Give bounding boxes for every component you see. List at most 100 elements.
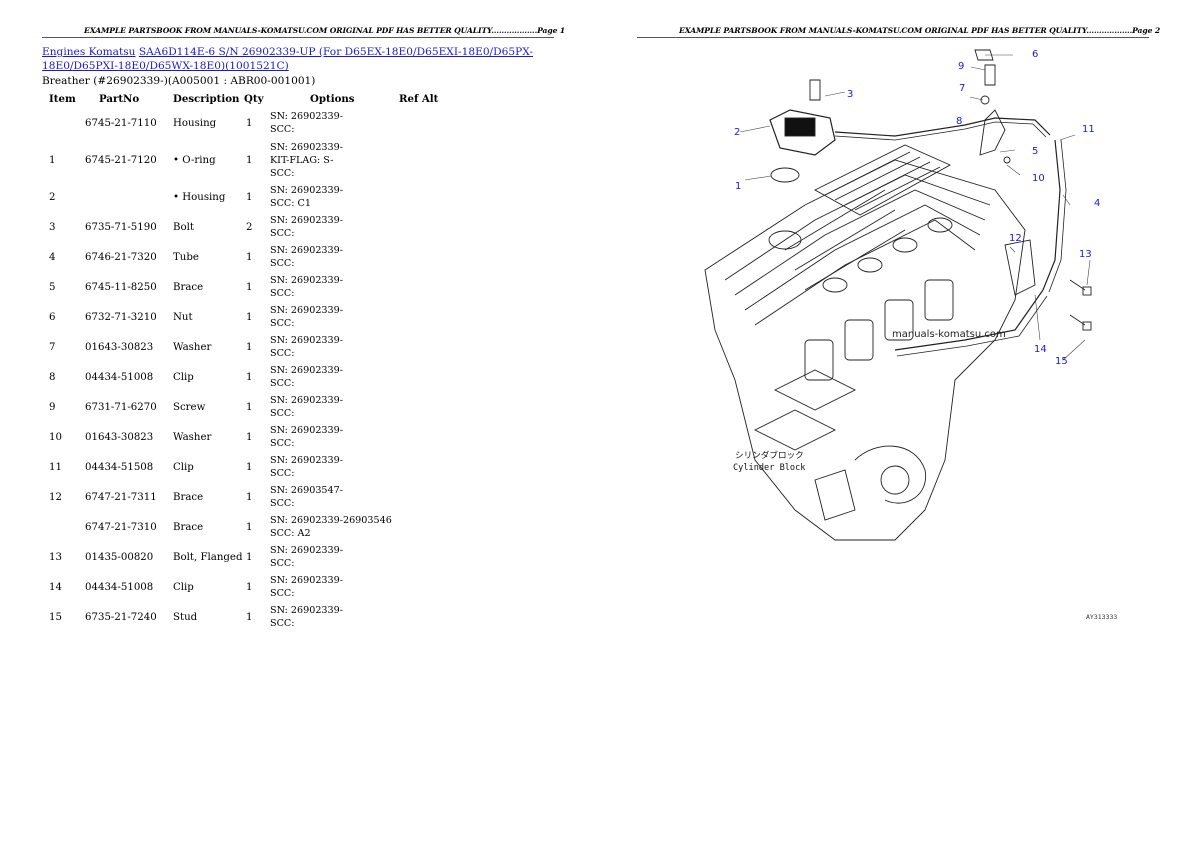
cell-description: Clip [173,371,194,383]
cell-ref-alt [399,542,459,572]
cell-partno: 6746-21-7320 [85,251,157,263]
cell-item: 12 [49,491,62,503]
cell-options: SN: 26902339- SCC: [270,545,343,569]
cell-partno: 01643-30823 [85,341,154,353]
cell-item: 15 [49,611,62,623]
cell-description: Washer [173,431,212,443]
cell-ref-alt [399,242,459,272]
cell-qty: 1 [246,611,253,623]
callout-3: 3 [847,89,854,100]
cell-item: 1 [49,154,56,166]
cell-partno [85,182,173,212]
cell-options: SN: 26903547- SCC: [270,485,343,509]
cell-qty: 2 [246,221,253,233]
cell-ref-alt [399,602,459,632]
callout-8: 8 [956,116,963,127]
cell-item: 13 [49,551,62,563]
caption-japanese: シリンダブロック [735,451,804,461]
cell-qty: 1 [246,461,253,473]
table-header-row: Item PartNo Description Qty Options Ref … [42,90,459,108]
cell-options: SN: 26902339- SCC: [270,605,343,629]
callout-1: 1 [735,181,742,192]
caption-cylinder-block: Cylinder Block [733,463,806,473]
cell-qty: 1 [246,521,253,533]
cell-partno: 04434-51008 [85,371,154,383]
header-divider [637,37,1149,38]
table-row: 14 04434-51008 Clip 1 SN: 26902339- SCC: [42,572,459,602]
cell-ref-alt [399,392,459,422]
cell-description: Clip [173,581,194,593]
cell-qty: 1 [246,154,253,166]
callout-10: 10 [1032,173,1045,184]
callout-14: 14 [1034,344,1047,355]
cell-ref-alt [399,182,459,212]
cell-ref-alt [399,138,459,182]
cell-qty: 1 [246,581,253,593]
cell-options: SN: 26902339- KIT-FLAG: S- SCC: [270,141,343,179]
cell-description: • O-ring [173,154,216,166]
cell-qty: 1 [246,401,253,413]
cell-item [42,108,85,138]
cell-item: 14 [49,581,62,593]
cell-ref-alt [399,108,459,138]
cell-options: SN: 26902339- SCC: [270,335,343,359]
cell-qty: 1 [246,191,253,203]
cell-qty: 1 [246,431,253,443]
drawing-code: AY313333 [1086,613,1118,621]
cell-options: SN: 26902339- SCC: [270,395,343,419]
callout-9: 9 [958,61,965,72]
cell-description: Tube [173,251,199,263]
callout-2: 2 [734,127,741,138]
cell-options: SN: 26902339- SCC: [270,365,343,389]
column-header-item: Item [49,93,76,105]
cell-qty: 1 [246,251,253,263]
cell-description: Washer [173,341,212,353]
cell-description: Bolt, Flanged [173,551,243,563]
cell-description: Screw [173,401,206,413]
cell-partno: 01435-00820 [85,551,154,563]
cell-options: SN: 26902339- SCC: [270,111,343,135]
cell-item: 6 [49,311,56,323]
cell-description: Bolt [173,221,194,233]
cell-qty: 1 [246,551,253,563]
column-header-partno: PartNo [99,93,140,105]
cell-options: SN: 26902339- SCC: [270,575,343,599]
cell-options: SN: 26902339- SCC: [270,275,343,299]
parts-page-1: EXAMPLE PARTSBOOK FROM MANUALS-KOMATSU.C… [42,26,565,632]
cell-ref-alt [399,362,459,392]
cell-description: Clip [173,461,194,473]
parts-table: Item PartNo Description Qty Options Ref … [42,90,459,632]
cell-ref-alt [399,272,459,302]
column-header-ref-alt: Ref Alt [399,93,439,105]
cell-partno: 6732-71-3210 [85,311,157,323]
exploded-parts-diagram [704,49,1092,541]
cell-partno: 04434-51008 [85,581,154,593]
cell-qty: 1 [246,281,253,293]
cell-qty: 1 [246,117,253,129]
cell-partno: 6735-71-5190 [85,221,157,233]
cell-item: 2 [49,191,56,203]
breadcrumb-link-model[interactable]: SAA6D114E-6 S/N 26902339-UP (For D65EX-1… [42,46,533,73]
cell-partno: 01643-30823 [85,431,154,443]
cell-partno: 6745-21-7110 [85,117,157,129]
cell-item: 5 [49,281,56,293]
cell-qty: 1 [246,341,253,353]
cell-item: 11 [49,461,62,473]
cell-ref-alt [399,302,459,332]
header-divider [42,37,554,38]
cell-partno: 6731-71-6270 [85,401,157,413]
page-header: EXAMPLE PARTSBOOK FROM MANUALS-KOMATSU.C… [679,26,1161,35]
cell-ref-alt [399,572,459,602]
breadcrumb-link-engines[interactable]: Engines Komatsu [42,46,136,58]
